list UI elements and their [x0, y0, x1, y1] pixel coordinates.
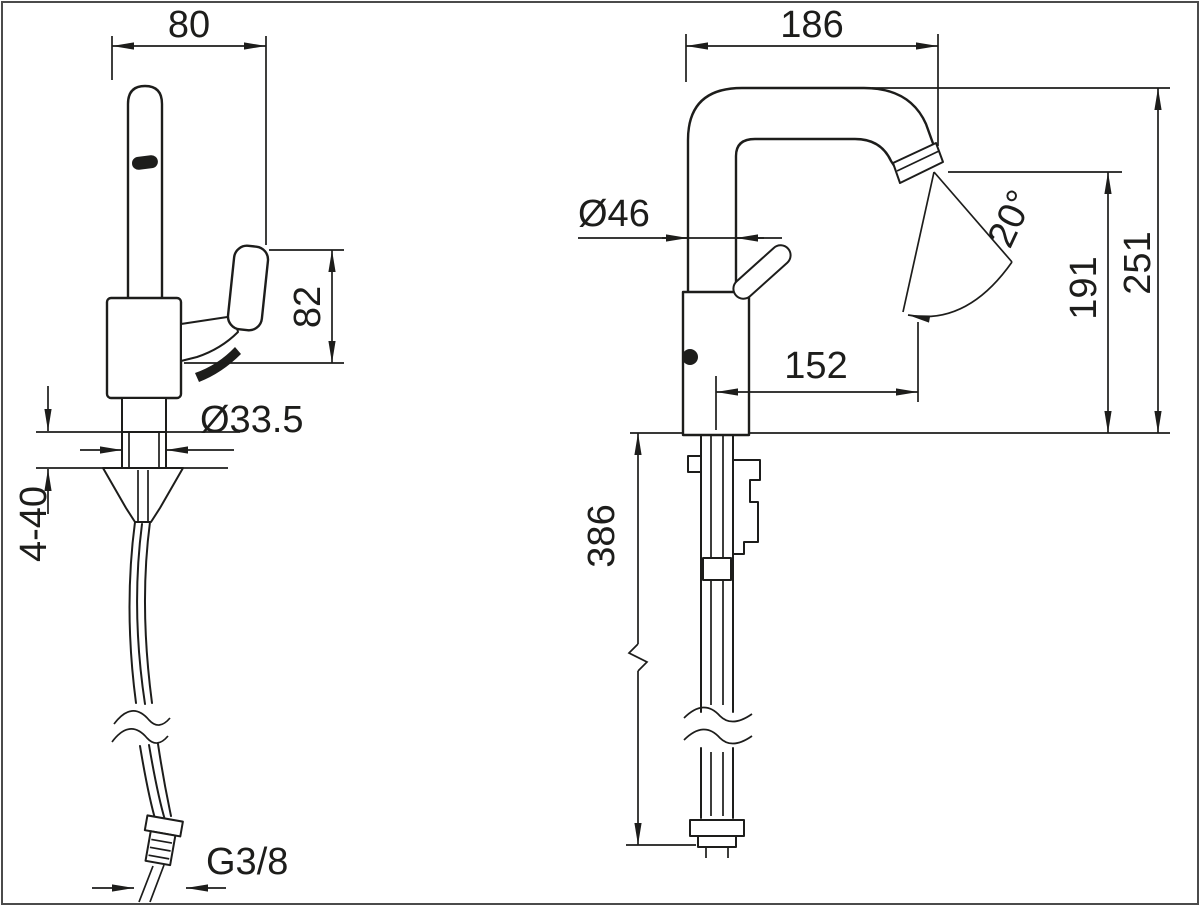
shank-outline	[700, 434, 734, 819]
connector-hatch	[148, 838, 173, 860]
dimension-80-label: 80	[168, 4, 210, 46]
supply-hoses-lower	[139, 743, 172, 823]
hose-tail	[138, 864, 165, 903]
mounting-tab	[687, 455, 702, 473]
dimension-82-label: 82	[287, 286, 329, 328]
dimension-152: 152	[715, 322, 919, 430]
spout-pipe	[126, 84, 164, 302]
dimension-d46-label: Ø46	[578, 193, 650, 235]
dimension-diameter-46: Ø46	[578, 193, 782, 242]
hose-break	[111, 710, 171, 744]
faucet-body-side	[105, 296, 183, 400]
base-stem	[121, 397, 167, 433]
dimension-186: 186	[685, 4, 939, 146]
dimension-386-label: 386	[581, 504, 623, 567]
dimension-g38: G3/8	[92, 841, 288, 892]
spout-inner	[734, 137, 897, 294]
dimension-251: 251	[872, 87, 1170, 433]
handle-arm	[180, 315, 239, 362]
dimension-191-label: 191	[1063, 256, 1105, 319]
shank-break	[683, 706, 753, 745]
dimension-swivel-angle: 20°	[902, 171, 1042, 323]
handle-lever-front	[732, 244, 792, 300]
angle-radius-line	[933, 171, 1013, 263]
dimension-186-label: 186	[780, 4, 843, 46]
mounting-bracket	[732, 459, 761, 555]
dimension-191: 191	[948, 171, 1122, 433]
dimension-440-label: 4-40	[13, 486, 55, 562]
shank-inner-lines	[710, 435, 724, 816]
spout-nozzle	[892, 142, 944, 184]
dimension-20deg-label: 20°	[980, 184, 1042, 254]
bottom-nut-lower	[697, 835, 737, 848]
dimension-152-label: 152	[784, 345, 847, 387]
dimension-251-label: 251	[1117, 231, 1159, 294]
dimension-g38-label: G3/8	[206, 841, 288, 883]
dimension-line-break	[627, 643, 649, 672]
angle-radius-line	[902, 171, 935, 313]
swivel-arc	[907, 261, 1013, 323]
nozzle-line	[896, 150, 940, 172]
handle-blade	[226, 244, 270, 332]
supply-hoses-upper	[128, 521, 153, 705]
bottom-nut	[689, 819, 745, 837]
side-view	[36, 84, 270, 903]
handle-arm-shadow	[195, 347, 241, 382]
mounting-shank	[683, 434, 761, 858]
hose-coupling	[702, 557, 732, 581]
front-view	[630, 86, 1170, 858]
dimension-4-40: 4-40	[13, 386, 55, 562]
dimension-d335-label: Ø33.5	[200, 399, 304, 441]
body-marker-dot	[682, 349, 698, 365]
dimension-diameter-33-5: Ø33.5	[80, 399, 304, 454]
hose-connector	[143, 814, 184, 867]
dimension-80: 80	[111, 4, 267, 245]
spout-outer	[686, 86, 937, 294]
mounting-cone	[102, 467, 184, 523]
aerator-slot	[131, 155, 158, 170]
dimension-82: 82	[184, 249, 344, 364]
dimension-386: 386	[581, 433, 696, 846]
bottom-tail	[705, 847, 729, 858]
